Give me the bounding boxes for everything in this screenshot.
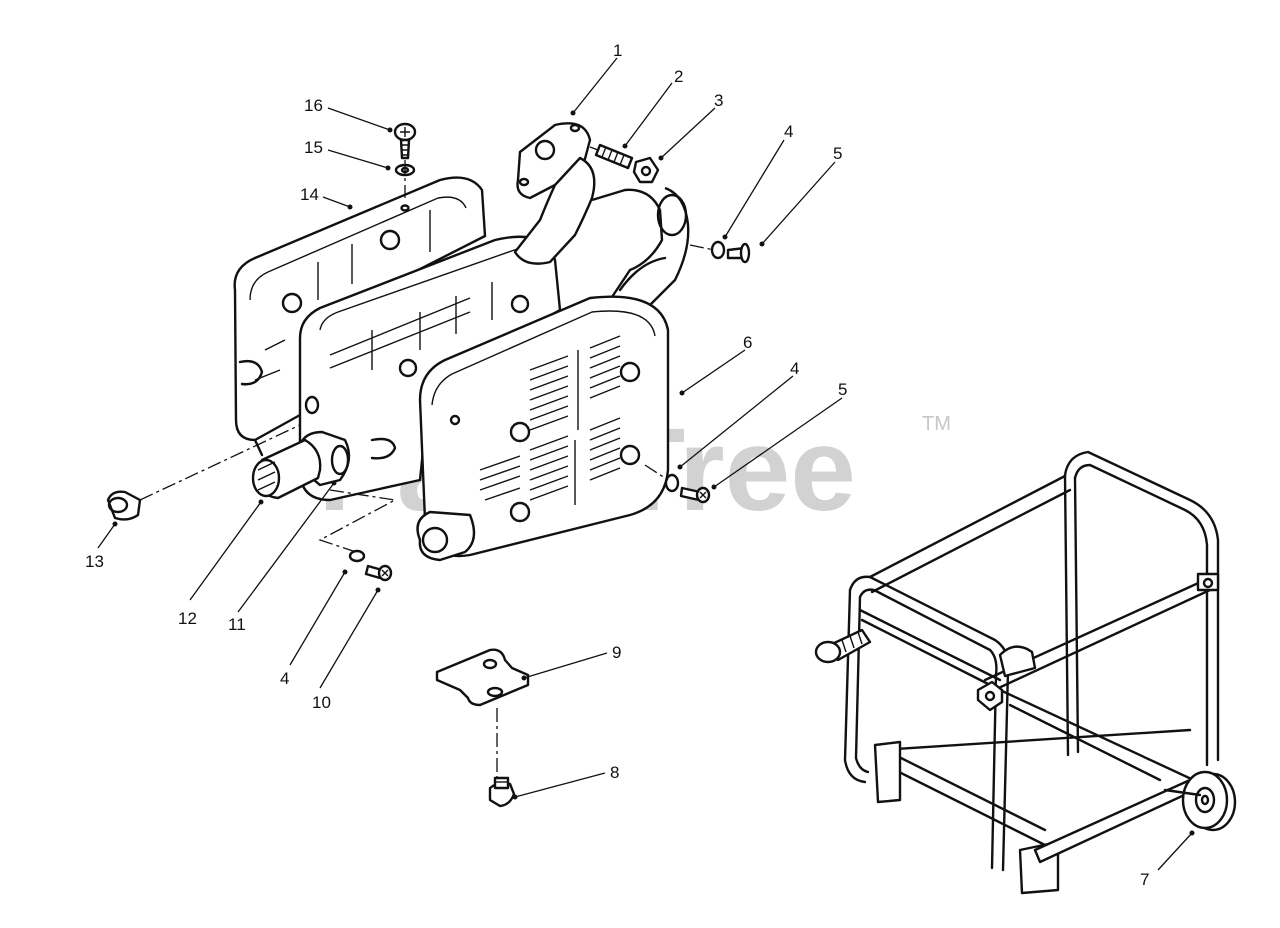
part-3-nut[interactable] — [632, 156, 660, 184]
part-14-heat-shield[interactable] — [233, 176, 487, 442]
part-12-spark-arrestor[interactable] — [251, 438, 322, 500]
part-9-bracket[interactable] — [435, 648, 530, 707]
callout-11: 11 — [228, 615, 246, 634]
part-13-plug[interactable] — [106, 490, 142, 521]
callout-1: 1 — [613, 41, 622, 60]
muffler-body[interactable] — [298, 235, 562, 502]
callout-15: 15 — [304, 138, 323, 157]
assembly-lines — [139, 146, 715, 778]
part-5-screw-lower[interactable] — [679, 486, 711, 504]
part-16-screw[interactable] — [393, 122, 417, 160]
callout-4-middle: 4 — [790, 359, 799, 378]
part-4-washer-upper[interactable] — [710, 240, 726, 260]
callout-labels: 1 2 3 4 5 6 4 5 7 8 9 10 4 11 12 13 14 1… — [85, 41, 1149, 889]
part-2-stud[interactable] — [594, 143, 634, 170]
callout-4-bottom: 4 — [280, 669, 289, 688]
part-4-washer-lower[interactable] — [664, 473, 680, 493]
part-4-washer-bottom[interactable] — [348, 549, 366, 563]
part-10-screw[interactable] — [364, 564, 393, 582]
callout-10: 10 — [312, 693, 331, 712]
callout-2: 2 — [674, 67, 683, 86]
callout-6: 6 — [743, 333, 752, 352]
part-6-muffler-shell[interactable] — [416, 295, 670, 562]
callout-7: 7 — [1140, 870, 1149, 889]
callout-5-upper: 5 — [833, 144, 842, 163]
callout-8: 8 — [610, 763, 619, 782]
callout-9: 9 — [612, 643, 621, 662]
part-5-screw-upper[interactable] — [726, 242, 751, 264]
callout-12: 12 — [178, 609, 197, 628]
callout-4-upper: 4 — [784, 122, 793, 141]
callout-14: 14 — [300, 185, 319, 204]
part-8-nut[interactable] — [488, 776, 516, 808]
callout-16: 16 — [304, 96, 323, 115]
callout-13: 13 — [85, 552, 104, 571]
trademark-mark: TM — [922, 413, 951, 435]
callout-3: 3 — [714, 91, 723, 110]
part-1-exhaust-flange[interactable] — [513, 122, 690, 311]
callout-5-lower: 5 — [838, 380, 847, 399]
part-7-frame[interactable] — [814, 450, 1237, 895]
leader-lines — [97, 57, 1195, 871]
